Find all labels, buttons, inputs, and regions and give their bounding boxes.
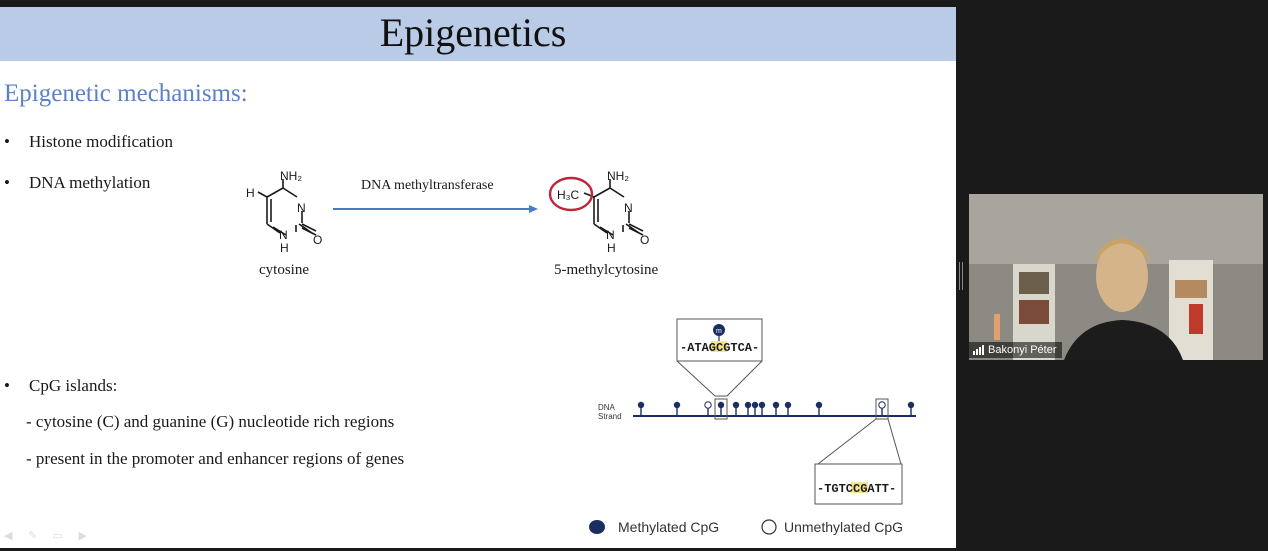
presentation-slide: Epigenetics Epigenetic mechanisms: • His… [0, 7, 956, 548]
strand-label-strand: Strand [598, 412, 622, 421]
signal-strength-icon [973, 345, 984, 355]
legend-unmethylated: Unmethylated CpG [784, 519, 904, 535]
unmethylated-sequence: -TGTCCGATT- [817, 482, 896, 496]
enzyme-label: DNA methyltransferase [361, 178, 494, 193]
slide-navigation-tools[interactable]: ◀ ✎ ▭ ▶ [4, 529, 94, 542]
title-bar [0, 7, 956, 61]
bullet-cpg-islands: • CpG islands: [4, 376, 118, 396]
participant-head [1096, 240, 1148, 312]
cytosine-n1-h: H [280, 241, 289, 255]
methylated-callout-funnel [676, 360, 763, 397]
bullet-histone: • Histone modification [4, 132, 174, 152]
participant-video-tile[interactable]: Bakonyi Péter [969, 194, 1263, 360]
methylcytosine-caption: 5-methylcytosine [554, 262, 659, 278]
unmethylated-legend-icon [761, 519, 777, 535]
legend-methylated: Methylated CpG [618, 519, 720, 535]
unmethylated-callout-funnel [816, 418, 902, 465]
methylated-cpg-site [673, 401, 681, 409]
participant-name: Bakonyi Péter [988, 344, 1057, 356]
arrow-head [529, 205, 538, 213]
methylated-cpg-site [784, 401, 792, 409]
methylcytosine-n1-h: H [607, 241, 616, 255]
video-frame [969, 194, 1263, 360]
cpg-island-diagram: m -ATAGCGTCA- DNA Strand -TGTCCGATT- [589, 318, 916, 535]
cytosine-h: H [246, 186, 255, 200]
methyl-group-label: H₃C [557, 188, 580, 202]
unmethylated-cpg-site [704, 401, 712, 409]
bullet-dot: • [4, 376, 10, 395]
panel-splitter[interactable] [959, 262, 964, 290]
bullet-cpg-label: CpG islands: [29, 376, 118, 395]
methylcytosine-n1: N [606, 228, 615, 242]
unmethylated-site-frame [875, 398, 889, 420]
cpg-point-1: - cytosine (C) and guanine (G) nucleotid… [26, 412, 395, 431]
methylated-cpg-site [732, 401, 740, 409]
methylation-reaction-diagram: NH₂ H N N H O NH₂ H₃C N N H [246, 169, 649, 255]
methylated-cpg-site [717, 401, 725, 409]
unmethylated-cpg-site [878, 401, 886, 409]
bullet-dna-methylation-label: DNA methylation [29, 173, 151, 192]
cytosine-n3: N [297, 201, 306, 215]
cytosine-caption: cytosine [259, 262, 309, 278]
methylated-cpg-site [907, 401, 915, 409]
methyl-mark-icon [713, 324, 725, 336]
methylcytosine-n3: N [624, 201, 633, 215]
cytosine-n1: N [279, 228, 288, 242]
participant-body [1064, 320, 1183, 360]
methylated-cpg-site [744, 401, 752, 409]
methylated-cpg-site [637, 401, 645, 409]
bullet-dna-methylation: • DNA methylation [4, 173, 151, 193]
cytosine-o: O [313, 233, 322, 247]
slide-subtitle: Epigenetic mechanisms: [4, 80, 248, 107]
bullet-dot: • [4, 132, 10, 151]
methylated-cpg-site [815, 401, 823, 409]
bullet-histone-label: Histone modification [29, 132, 174, 151]
bullet-dot: • [4, 173, 10, 192]
cytosine-nh2: NH₂ [280, 169, 302, 183]
cytosine-structure [257, 179, 317, 236]
methylated-site-frame [714, 398, 728, 420]
methylated-legend-icon [589, 520, 605, 534]
methyl-highlight-circle [548, 176, 594, 212]
methylcytosine-nh2: NH₂ [607, 169, 629, 183]
slide-title: Epigenetics [379, 10, 567, 55]
methyl-mark-letter: m [716, 328, 722, 335]
methylated-cpg-site [758, 401, 766, 409]
unmethylated-cg-highlight [851, 482, 868, 493]
participant-name-tag: Bakonyi Péter [969, 342, 1063, 358]
strand-label-dna: DNA [598, 403, 616, 412]
cpg-marks [637, 401, 915, 416]
methylated-sequence: -ATAGCGTCA- [680, 341, 759, 355]
methylated-cpg-site [772, 401, 780, 409]
methylcytosine-o: O [640, 233, 649, 247]
methylcytosine-structure [583, 179, 644, 236]
cpg-point-2: - present in the promoter and enhancer r… [26, 449, 405, 468]
methylated-cpg-site [751, 401, 759, 409]
methylated-cg-highlight [711, 341, 727, 352]
